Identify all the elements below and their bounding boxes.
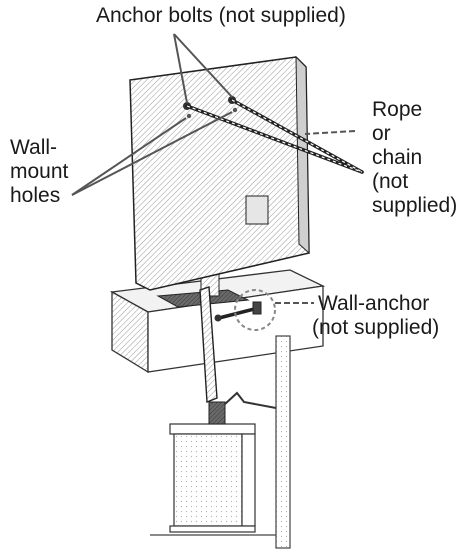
label-anchor-bolts: Anchor bolts (not supplied): [96, 4, 346, 27]
label-rope-chain-line-2: or: [372, 122, 391, 145]
wall-anchor-detail: [214, 289, 314, 331]
label-wall-anchor-line-1: Wall-anchor: [318, 292, 430, 315]
cabinet-side-view: [150, 423, 276, 536]
tv-top-view: [129, 55, 310, 308]
label-wall-mount-holes-line-2: mount: [10, 160, 69, 183]
label-wall-anchor-line-2: (not supplied): [312, 316, 440, 339]
wall-side-view: [275, 335, 291, 549]
label-rope-chain-line-5: supplied): [372, 194, 458, 217]
label-rope-chain-line-1: Rope: [372, 98, 423, 121]
rope-or-chain-top: [185, 98, 364, 174]
label-rope-chain-line-4: (not: [372, 170, 409, 193]
leader-lines-top: [71, 33, 356, 196]
tv-side-view: [199, 286, 277, 425]
label-wall-mount-holes-line-1: Wall-: [10, 136, 58, 159]
label-wall-mount-holes-line-3: holes: [10, 184, 61, 207]
label-rope-chain-line-3: chain: [372, 146, 423, 169]
